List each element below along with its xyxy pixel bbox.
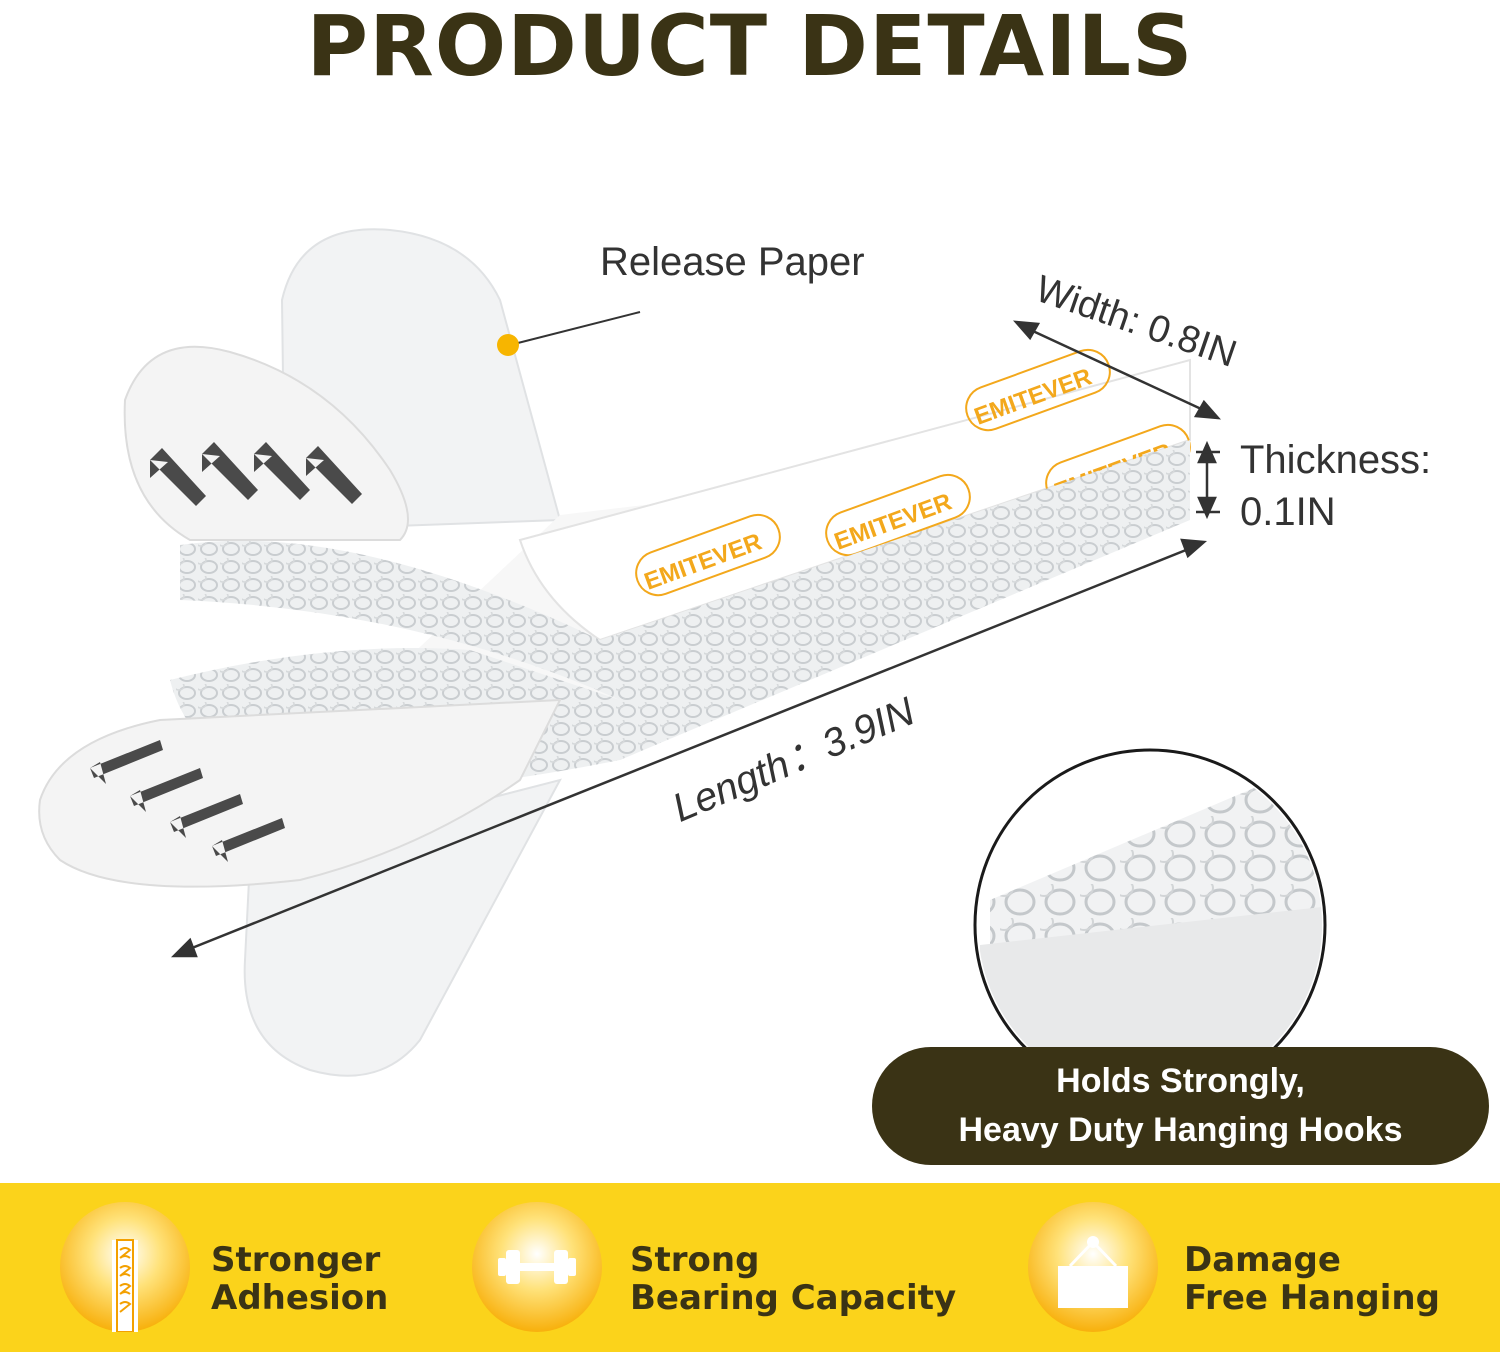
thickness-label: Thickness: — [1240, 438, 1432, 482]
dimension-lines — [170, 311, 1221, 958]
feature-1-line-2: Adhesion — [211, 1278, 389, 1318]
hanging-frame-icon — [1028, 1202, 1158, 1332]
callout-line-2: Heavy Duty Hanging Hooks — [958, 1111, 1403, 1149]
page-title: PRODUCT DETAILS — [306, 0, 1194, 95]
feature-2-line-1: Strong — [630, 1240, 760, 1280]
thickness-value: 0.1IN — [1240, 490, 1336, 534]
adhesion-strip-icon — [60, 1202, 190, 1332]
feature-3-line-2: Free Hanging — [1184, 1278, 1440, 1318]
release-paper-label: Release Paper — [600, 240, 865, 284]
callout-line-1: Holds Strongly, — [1056, 1061, 1305, 1100]
feature-bearing-capacity: Strong Bearing Capacity — [472, 1183, 1000, 1352]
feature-2-line-2: Bearing Capacity — [630, 1278, 957, 1318]
dumbbell-icon — [472, 1202, 602, 1332]
feature-1-line-1: Stronger — [211, 1240, 381, 1280]
feature-stronger-adhesion: Stronger Adhesion — [0, 1183, 500, 1352]
fastener-layer-upper — [180, 440, 1190, 700]
product-illustration: EMITEVER EMITEVER EMITEVER EMITEVER — [38, 228, 1327, 1102]
callout-pill: Holds Strongly, Heavy Duty Hanging Hooks — [872, 1047, 1489, 1165]
feature-3-line-1: Damage — [1184, 1240, 1341, 1280]
feature-band: Stronger Adhesion Strong Bearing Capacit… — [0, 1183, 1500, 1352]
callout-dot — [497, 334, 519, 356]
arrow-icons-lower — [90, 740, 285, 862]
feature-damage-free: Damage Free Hanging — [1000, 1183, 1500, 1352]
pull-tab-lower — [38, 698, 562, 888]
arrow-icons-upper — [150, 442, 362, 506]
